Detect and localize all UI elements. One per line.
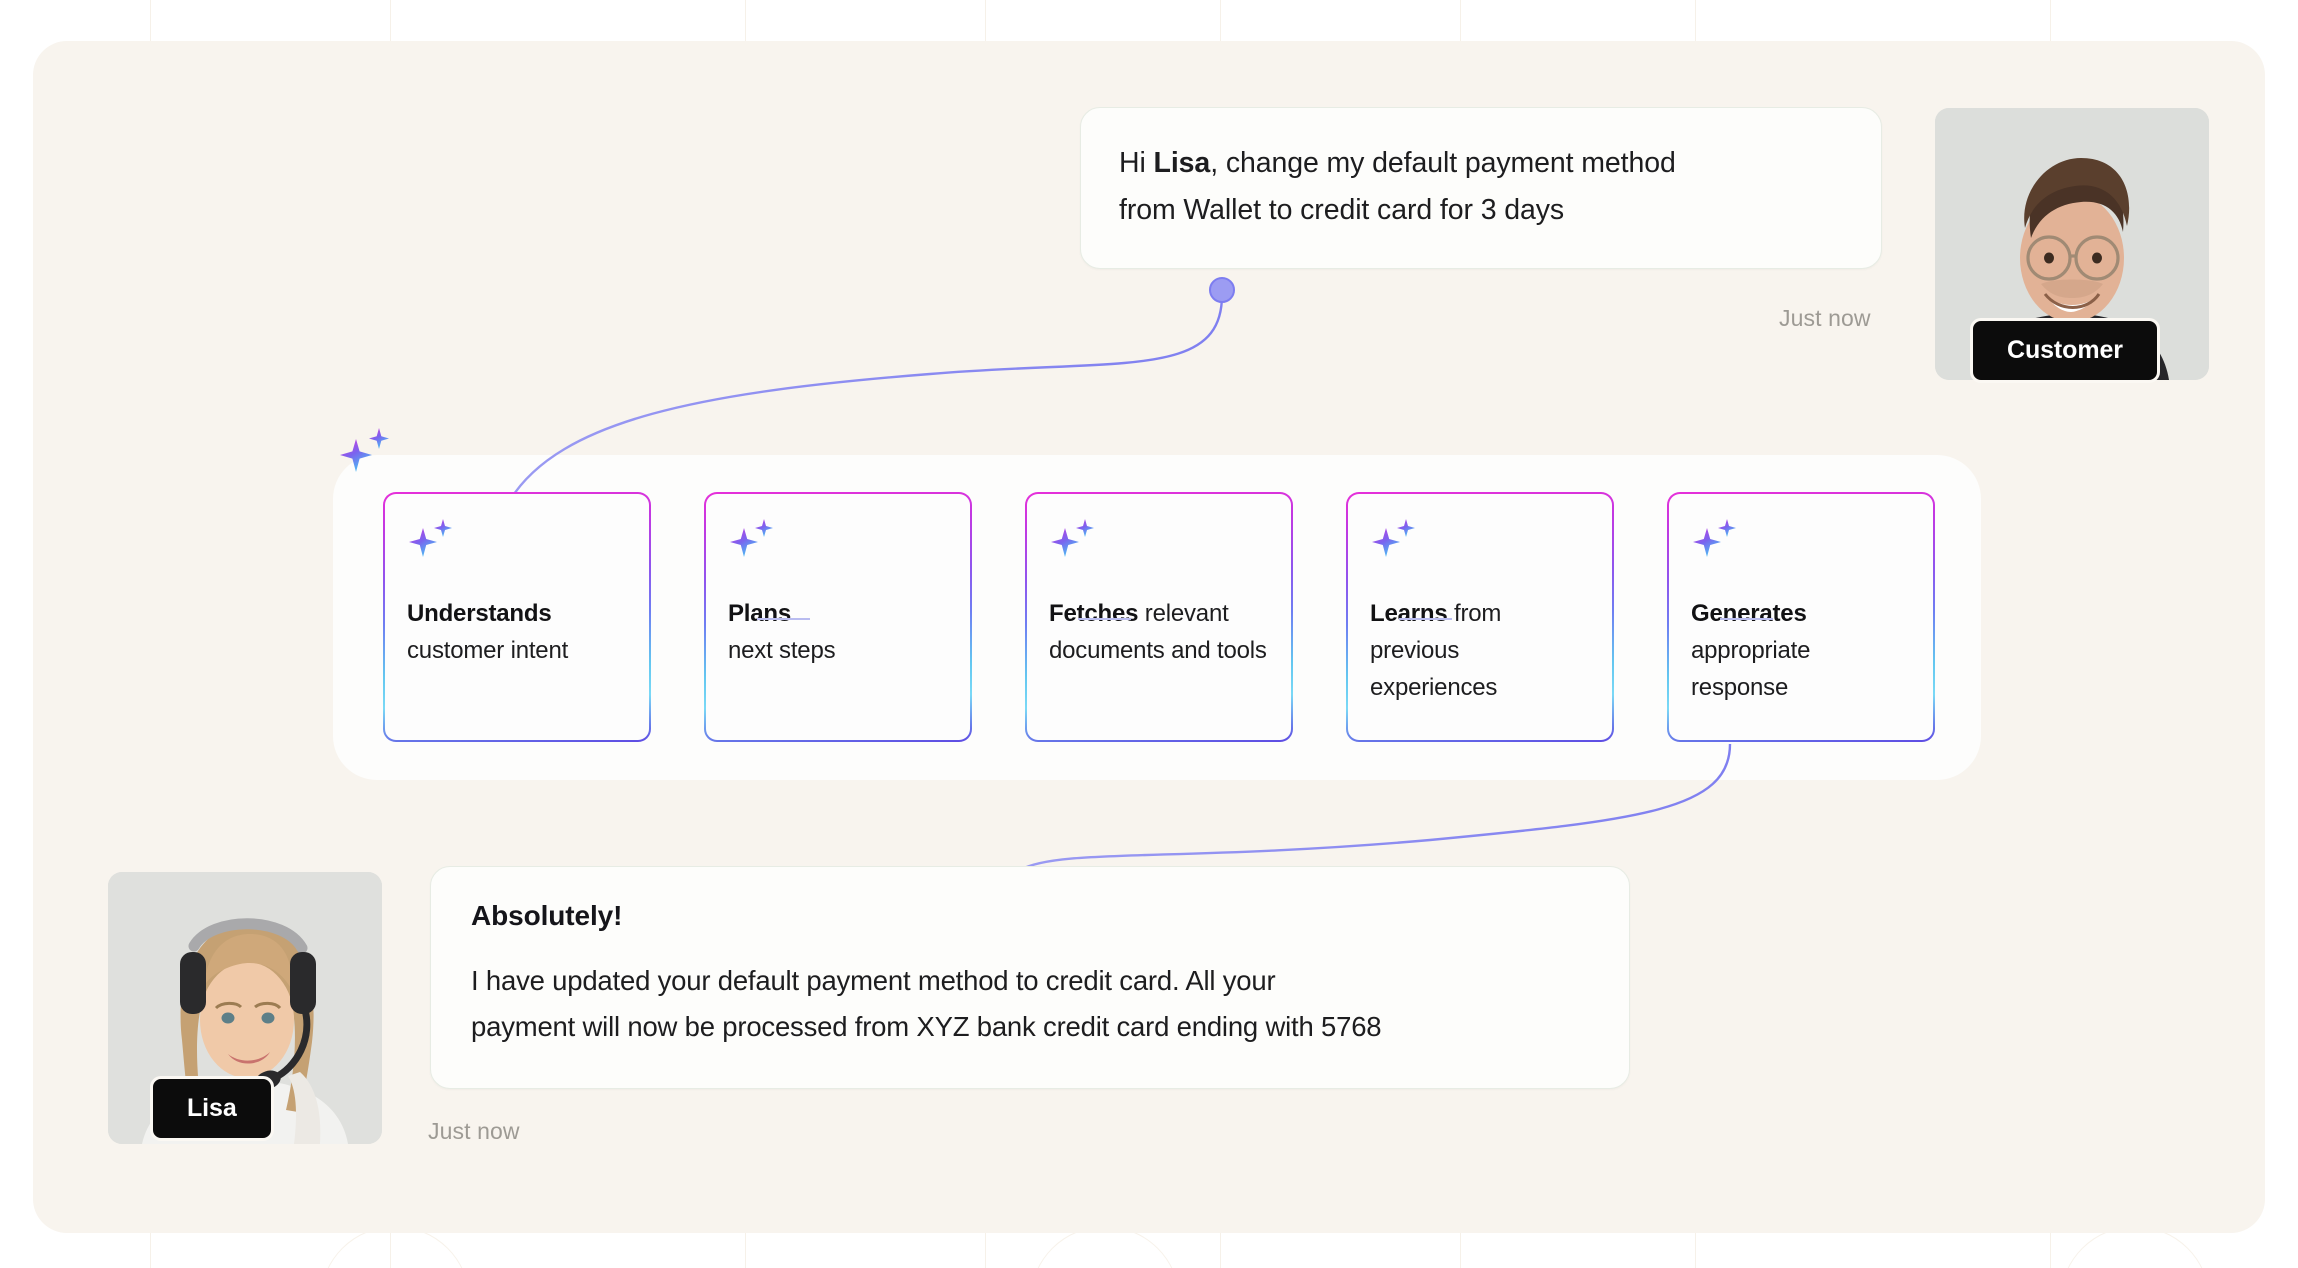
capability-detail: appropriate response [1691,637,1811,701]
agent-message-line-2: payment will now be processed from XYZ b… [471,1011,1382,1042]
capability-detail: next steps [728,637,836,664]
capability-detail: documents and tools [1049,637,1267,664]
capability-card-plans[interactable]: Plans next steps [704,492,972,742]
capability-text: Learns from previous experiences [1370,600,1502,701]
agent-message-timestamp: Just now [428,1118,520,1144]
capability-title: Fetches [1049,600,1139,627]
user-message-timestamp: Just now [1779,305,1871,331]
capability-detail: previous experiences [1370,637,1498,701]
capability-card-generates[interactable]: Generates appropriate response [1667,492,1935,742]
capability-connector [1399,618,1452,620]
agent-message-heading: Absolutely! [471,900,623,931]
capability-card-learns[interactable]: Learns from previous experiences [1346,492,1614,742]
capability-title: Learns [1370,600,1448,627]
capability-title: Generates [1691,600,1807,627]
capability-text: Understands customer intent [407,595,627,669]
capability-card-fetches[interactable]: Fetches relevant documents and tools [1025,492,1293,742]
capability-detail: customer intent [407,637,569,664]
capability-card-understands[interactable]: Understands customer intent [383,492,651,742]
capability-text: Generates appropriate response [1691,595,1911,706]
capability-title: Plans [728,600,792,627]
sparkle-icon [1049,518,1269,567]
capability-connector [757,618,810,620]
capability-card-row: Understands customer intent Plans next s… [383,492,1935,742]
user-message-line-2: from Wallet to credit card for 3 days [1119,194,1565,226]
capability-text: Fetches relevant documents and tools [1049,600,1267,664]
user-message-bubble: Hi Lisa, change my default payment metho… [1080,107,1882,269]
capability-title: Understands [407,600,552,627]
sparkle-icon [728,518,948,567]
sparkle-icon [1370,518,1590,567]
capability-text: Plans next steps [728,595,948,669]
agent-message-line-1: I have updated your default payment meth… [471,965,1276,996]
agent-message-bubble: Absolutely! I have updated your default … [430,866,1630,1089]
avatar-label-lisa: Lisa [150,1076,274,1141]
avatar-label-customer: Customer [1970,318,2160,383]
sparkle-icon [337,427,393,484]
capability-connector [1720,618,1773,620]
user-message-line-1: Hi Lisa, change my default payment metho… [1119,147,1676,179]
sparkle-icon [407,518,627,567]
capability-connector [1078,618,1131,620]
user-name-mention: Lisa [1153,147,1211,179]
sparkle-icon [1691,518,1911,567]
